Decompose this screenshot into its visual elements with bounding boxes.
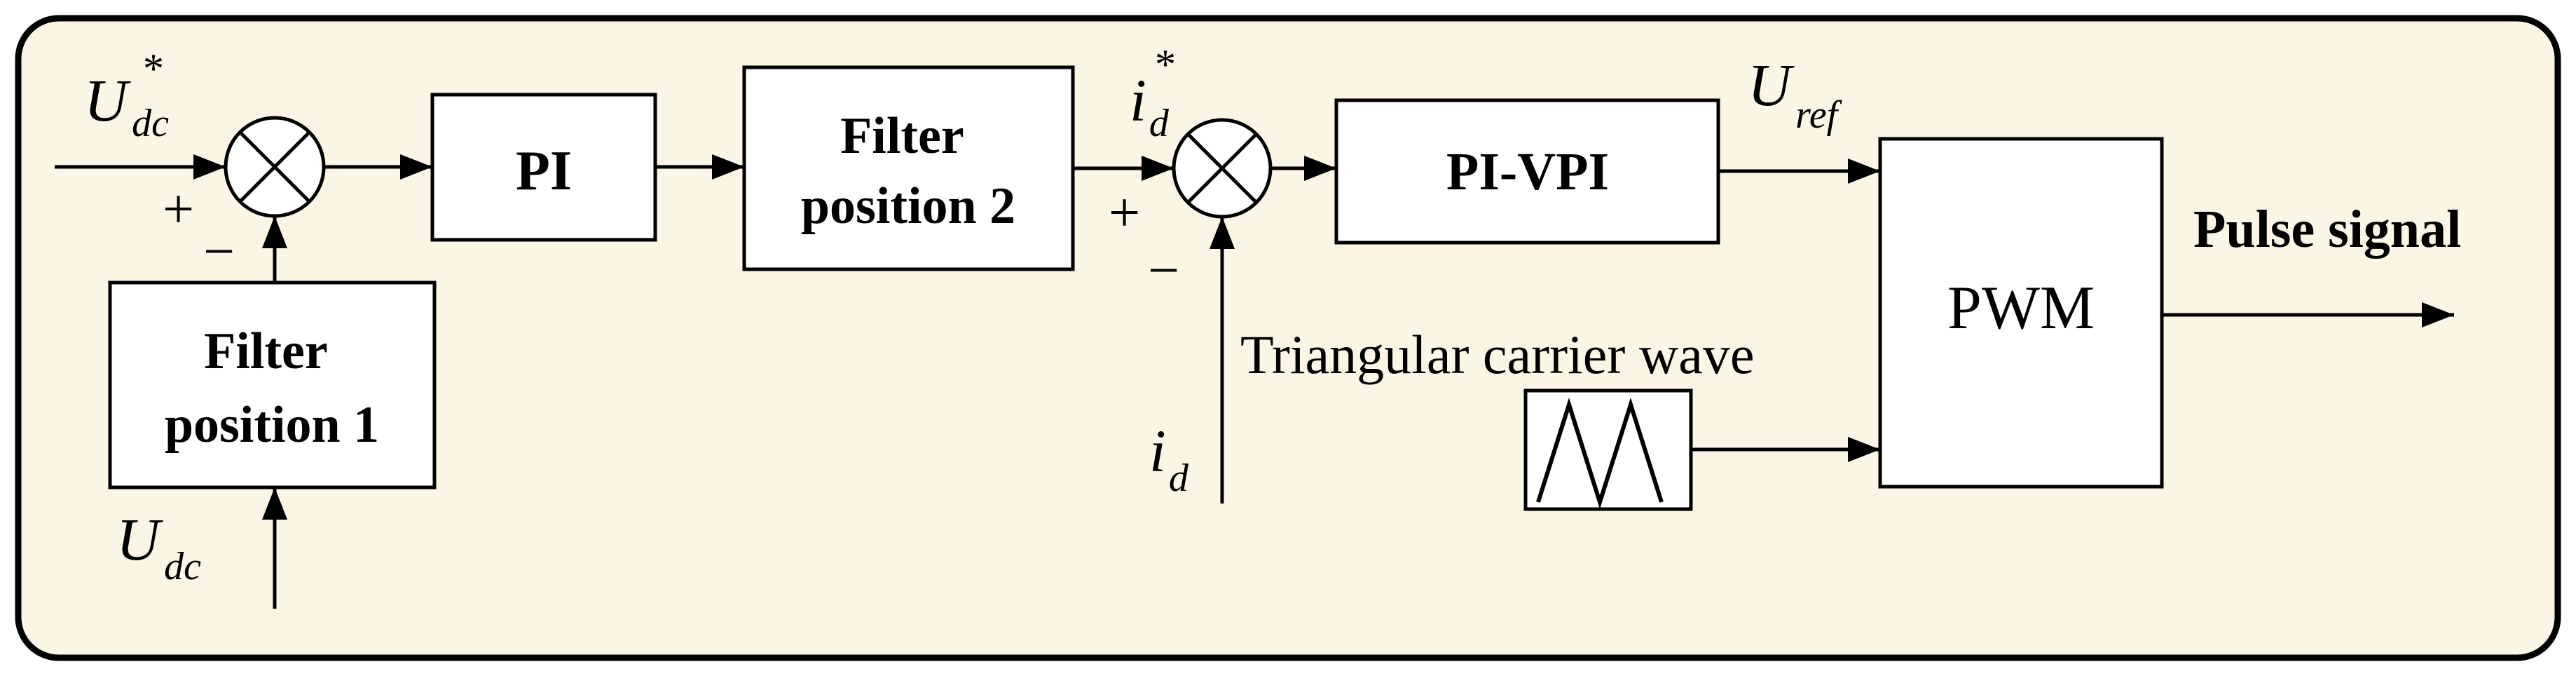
pwm-block (1878, 137, 2164, 489)
sum1-minus-sign: − (203, 221, 235, 283)
filter-position-1-line2: position 1 (165, 396, 379, 454)
summing-junction-1 (224, 116, 326, 218)
sum2-plus-sign: + (1109, 182, 1140, 244)
pi-block (430, 93, 657, 242)
filter-position-2-line1: Filter (840, 107, 964, 165)
filter-position-1-label: Filter position 1 (165, 323, 379, 454)
sum1-plus-sign: + (163, 179, 194, 241)
pulse-signal-label: Pulse signal (2193, 200, 2461, 259)
triangle-carrier-icon (1523, 388, 1693, 511)
summing-junction-2 (1172, 118, 1273, 219)
filter-position-2-label: Filter position 2 (801, 107, 1015, 235)
pi-vpi-block-label: PI-VPI (1446, 142, 1609, 201)
id-label: id (1149, 417, 1189, 500)
triangular-carrier-label: Triangular carrier wave (1240, 324, 1754, 385)
filter-position-1-block (108, 280, 437, 489)
pi-block-label: PI (516, 140, 572, 202)
pi-vpi-block (1334, 98, 1720, 245)
filter-position-2-block (742, 65, 1075, 271)
id-ref-label: id* (1130, 41, 1176, 145)
filter-position-2-line2: position 2 (801, 177, 1015, 235)
pwm-block-label: PWM (1947, 274, 2095, 342)
filter-position-1-line1: Filter (204, 323, 327, 380)
sum2-minus-sign: − (1148, 240, 1179, 302)
